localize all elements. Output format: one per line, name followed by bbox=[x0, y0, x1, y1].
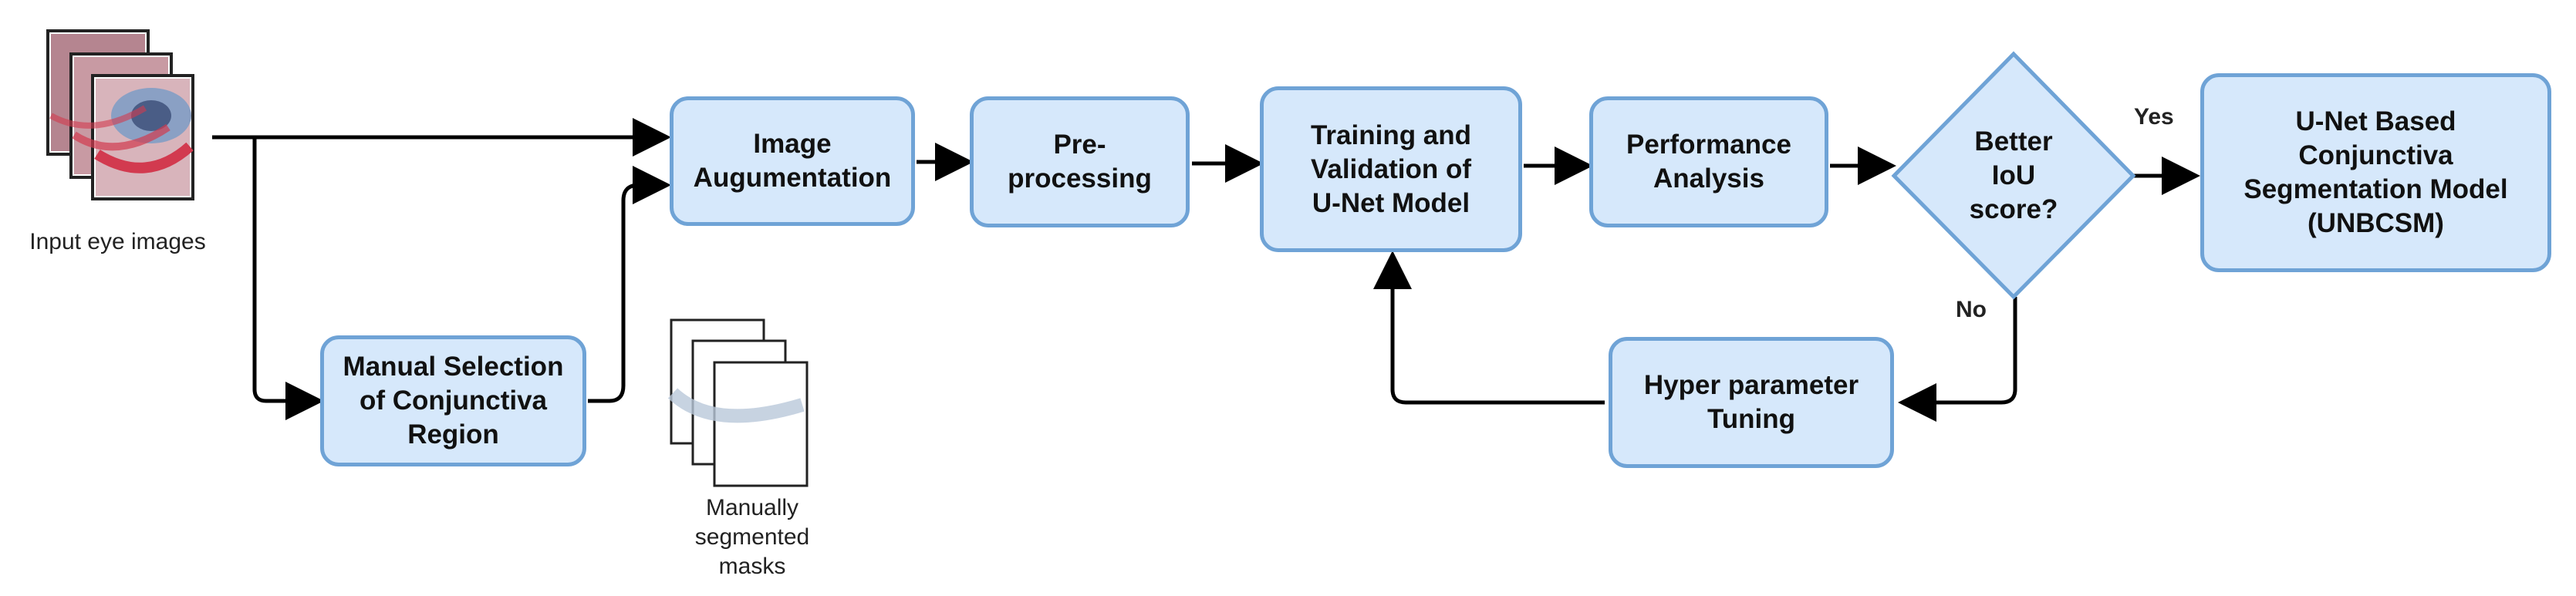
hyper-parameter-tuning-box: Hyper parameter Tuning bbox=[1609, 337, 1894, 468]
manual-selection-box: Manual Selection of Conjunctiva Region bbox=[320, 335, 586, 466]
image-augmentation-box: Image Augumentation bbox=[670, 96, 915, 226]
arrow-tuning-to-training bbox=[1373, 251, 1605, 405]
edge-label-no: No bbox=[1956, 297, 1987, 322]
arrow-decision-no bbox=[1898, 297, 2017, 422]
input-eye-images-icon bbox=[46, 29, 194, 200]
training-validation-box: Training and Validation of U-Net Model bbox=[1260, 86, 1522, 252]
segmented-masks-icon bbox=[667, 318, 809, 487]
final-model-box: U-Net Based Conjunctiva Segmentation Mod… bbox=[2200, 73, 2551, 272]
arrow-manual-selection-to-augmentation bbox=[588, 166, 671, 403]
input-images-caption: Input eye images bbox=[29, 229, 206, 254]
edge-label-yes: Yes bbox=[2134, 104, 2174, 130]
performance-analysis-box: Performance Analysis bbox=[1589, 96, 1828, 227]
decision-label: Better IoU score? bbox=[1969, 126, 2058, 224]
masks-caption: Manually segmented masks bbox=[694, 495, 810, 579]
arrow-input-to-manual-selection bbox=[252, 137, 324, 420]
pre-processing-box: Pre- processing bbox=[970, 96, 1190, 227]
decision-diamond bbox=[1891, 51, 2136, 300]
